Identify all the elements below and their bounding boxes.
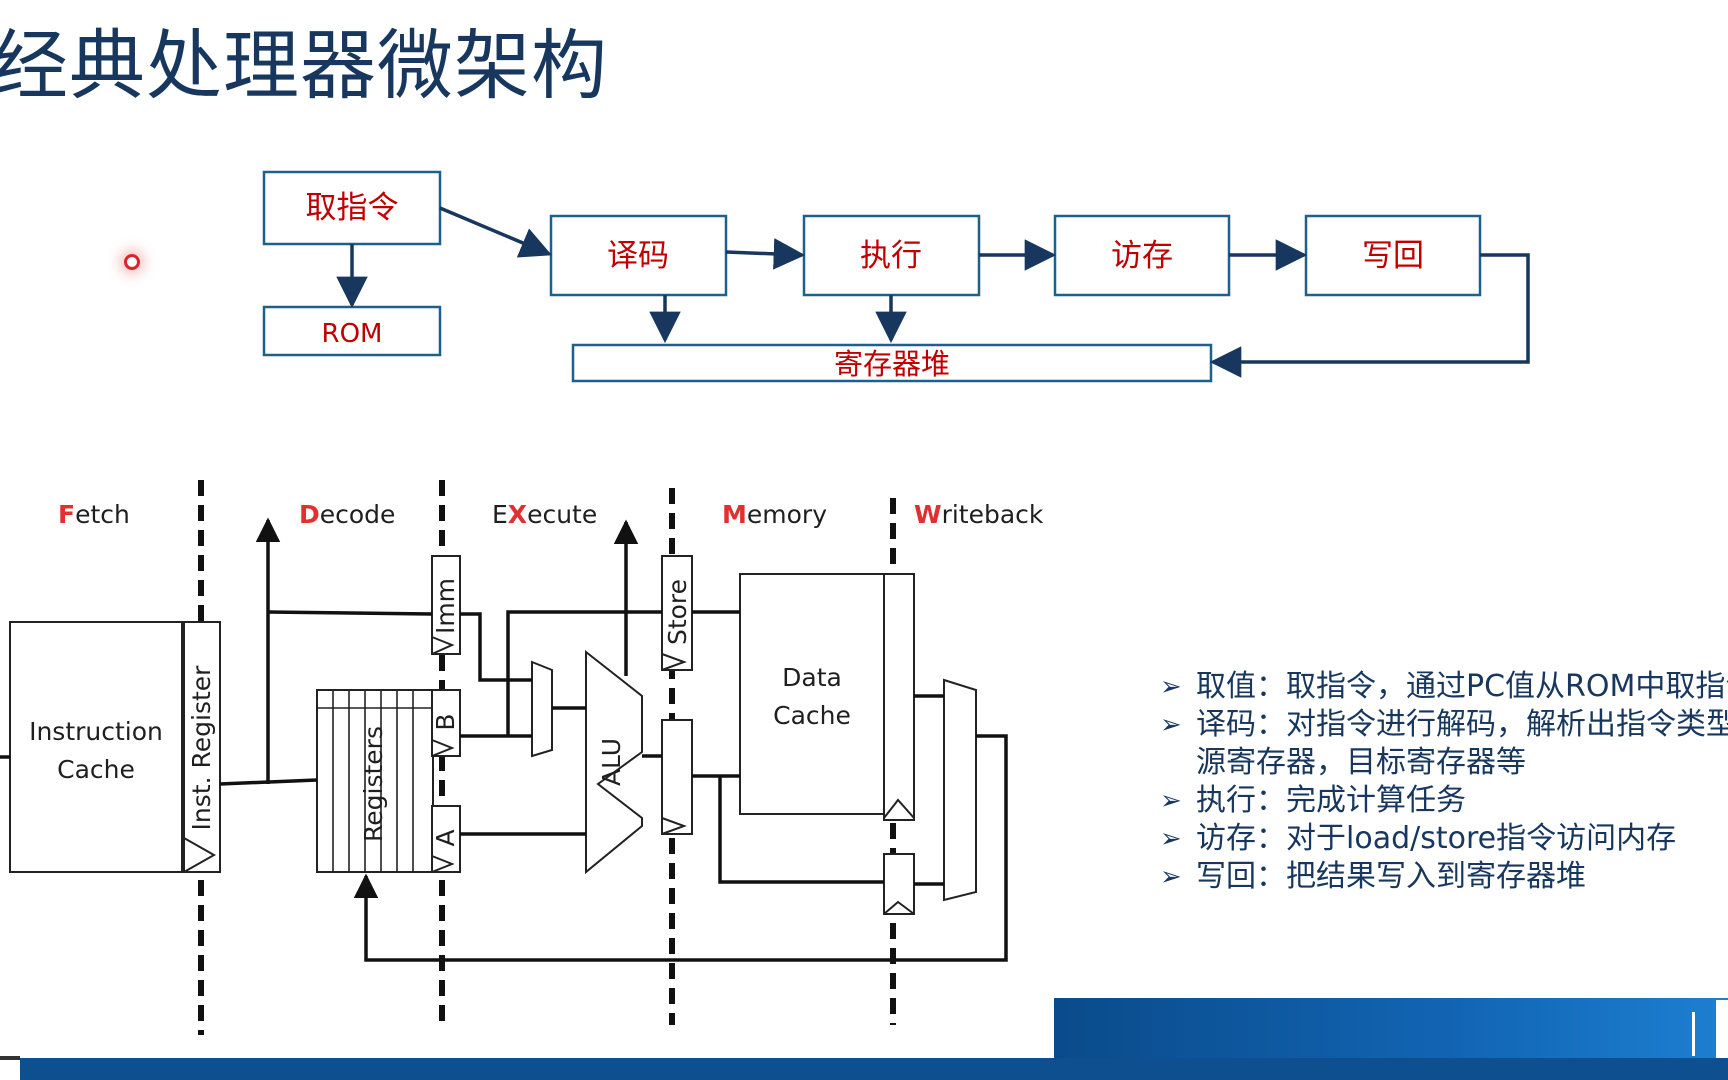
flow-diagram: 取指令 ROM 译码 执行 访存 写回 寄存器堆 xyxy=(262,170,1530,383)
execute-label: 执行 xyxy=(860,238,922,274)
note-text: 执行：完成计算任务 xyxy=(1196,783,1466,818)
execute-box xyxy=(802,214,981,297)
note-fetch: ➢ 取值：取指令，通过PC值从ROM中取指令 xyxy=(1160,668,1728,706)
note-text: 译码：对指令进行解码，解析出指令类型、 xyxy=(1196,707,1728,742)
inst-register xyxy=(183,621,221,873)
footer-divider xyxy=(1692,1012,1695,1056)
stage-memory-label: Memory xyxy=(722,500,827,529)
arrow-bullet-icon: ➢ xyxy=(1160,824,1182,854)
note-execute: ➢ 执行：完成计算任务 xyxy=(1160,782,1728,820)
arrow-bullet-icon: ➢ xyxy=(1160,862,1182,892)
stage-notes: ➢ 取值：取指令，通过PC值从ROM中取指令 ➢ 译码：对指令进行解码，解析出指… xyxy=(1160,668,1728,896)
note-text: 访存：对于load/store指令访问内存 xyxy=(1196,821,1677,856)
arrow-decode-execute xyxy=(725,238,806,270)
regfile-label: 寄存器堆 xyxy=(834,347,950,381)
rom-box xyxy=(262,305,442,357)
instruction-cache xyxy=(9,621,183,873)
arrow-writeback-regfile xyxy=(1209,253,1530,378)
stage-writeback-label: Writeback xyxy=(914,500,1044,529)
icache-label-2: Cache xyxy=(57,755,135,784)
writeback-box xyxy=(1304,214,1482,297)
registers-stripes xyxy=(317,690,433,872)
fetch-label: 取指令 xyxy=(306,190,399,226)
regfile-box xyxy=(571,343,1213,383)
alu-shape xyxy=(585,649,643,875)
page-title: 经典处理器微架构 xyxy=(0,21,608,110)
stage-decode-label: Decode xyxy=(299,500,395,529)
memory-box xyxy=(1053,214,1231,297)
arrow-fetch-decode xyxy=(439,206,552,258)
footer-bar xyxy=(20,1058,1728,1080)
imm-label: Imm xyxy=(431,578,460,634)
dcache-label-2: Cache xyxy=(773,701,851,730)
icache-label-1: Instruction xyxy=(29,717,163,746)
writeback-label: 写回 xyxy=(1362,238,1424,274)
footer-decoration xyxy=(1054,998,1728,1060)
note-memory: ➢ 访存：对于load/store指令访问内存 xyxy=(1160,820,1728,858)
mem-latch-lower xyxy=(883,853,915,915)
alu-out-latch xyxy=(661,719,693,835)
pipeline-diagram: Fetch Decode EXecute Memory Writeback xyxy=(0,480,1044,1035)
inst-register-label: Inst. Register xyxy=(187,665,216,831)
note-text-cont: 源寄存器，目标寄存器等 xyxy=(1196,745,1526,780)
rom-label: ROM xyxy=(322,319,383,349)
data-cache xyxy=(739,573,885,815)
decode-label: 译码 xyxy=(607,238,669,274)
note-text-group: 译码：对指令进行解码，解析出指令类型、 源寄存器，目标寄存器等 xyxy=(1196,706,1728,782)
imm-latch xyxy=(431,555,461,655)
pointer-indicator xyxy=(124,254,140,270)
footer-corner xyxy=(1716,1000,1728,1058)
b-label: B xyxy=(431,713,460,730)
datapath-wires xyxy=(0,517,1008,962)
arrow-bullet-icon: ➢ xyxy=(1160,710,1182,740)
note-writeback: ➢ 写回：把结果写入到寄存器堆 xyxy=(1160,858,1728,896)
corner-mark xyxy=(0,1056,20,1060)
registers-label: Registers xyxy=(359,726,388,842)
stage-execute-label: EXecute xyxy=(492,500,597,529)
store-label: Store xyxy=(663,579,692,645)
note-decode: ➢ 译码：对指令进行解码，解析出指令类型、 源寄存器，目标寄存器等 xyxy=(1160,706,1728,782)
a-label: A xyxy=(431,829,460,846)
dcache-label-1: Data xyxy=(782,663,842,692)
note-text: 写回：把结果写入到寄存器堆 xyxy=(1196,859,1586,894)
stage-fetch-label: Fetch xyxy=(58,500,130,529)
writeback-mux xyxy=(943,678,977,902)
arrow-bullet-icon: ➢ xyxy=(1160,786,1182,816)
memory-label: 访存 xyxy=(1111,238,1173,274)
alu-label: ALU xyxy=(597,738,626,786)
note-text: 取值：取指令，通过PC值从ROM中取指令 xyxy=(1196,669,1728,704)
mem-latch-upper xyxy=(883,573,915,821)
input-mux xyxy=(531,660,553,758)
arrow-bullet-icon: ➢ xyxy=(1160,672,1182,702)
decode-box xyxy=(549,214,728,297)
